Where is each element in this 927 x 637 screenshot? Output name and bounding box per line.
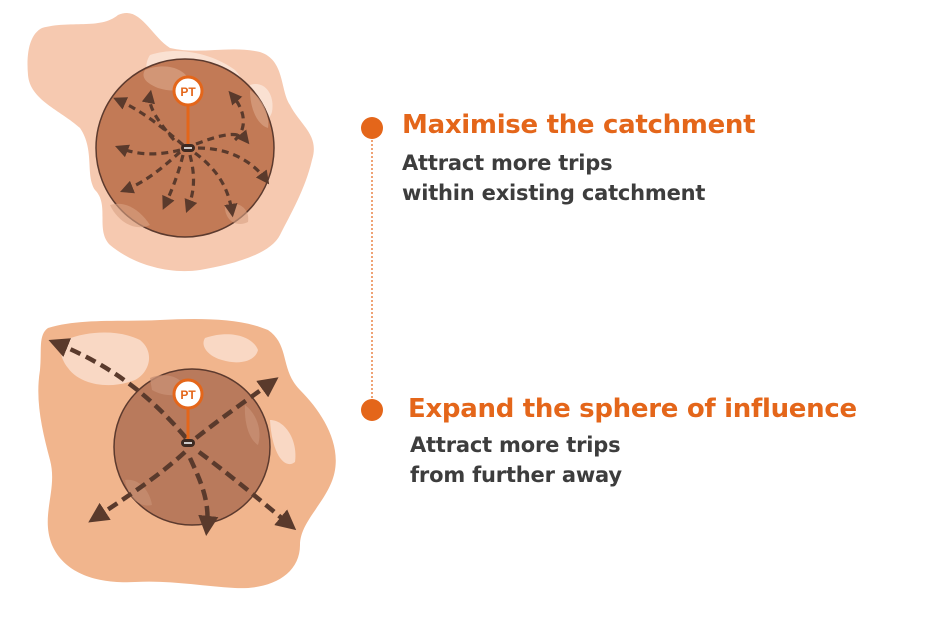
inward-arrows (113, 89, 270, 218)
arrow-curved (194, 151, 238, 218)
pt-stop-marker: PT (172, 378, 204, 447)
catchment-light-patch (250, 90, 269, 128)
arrow-curved (197, 146, 270, 185)
pt-label: PT (180, 388, 196, 402)
description-line: from further away (410, 463, 622, 487)
arrow-outward (48, 338, 188, 440)
pt-badge (172, 75, 204, 107)
influence-highlight (60, 332, 150, 386)
pt-stop-marker: PT (172, 75, 204, 152)
arrow-curved (195, 129, 250, 146)
description-line: Attract more trips (410, 433, 621, 457)
arrow-curved (120, 150, 182, 194)
arrow-curved (115, 144, 181, 158)
arrow-curved (141, 89, 176, 142)
scenario-heading-expand: Expand the sphere of influence (408, 394, 857, 424)
influence-highlight (203, 334, 258, 363)
influence-light-patch (244, 405, 260, 445)
arrow-curved (184, 154, 198, 214)
scenario-heading-maximise: Maximise the catchment (402, 110, 756, 140)
arrow-outward (88, 450, 187, 523)
arrow-curved (228, 90, 245, 142)
scenario-description-maximise: Attract more trips within existing catch… (402, 148, 705, 208)
arrow-outward (187, 457, 219, 537)
influence-highlight (270, 420, 296, 465)
arrow-curved (113, 97, 185, 147)
pt-badge (172, 378, 204, 410)
outward-arrows (48, 338, 297, 537)
timeline-connector (361, 117, 383, 421)
scenario-description-expand: Attract more trips from further away (410, 430, 622, 490)
influence-light-patch (125, 479, 152, 506)
description-line: within existing catchment (402, 181, 706, 205)
catchment-illustration-top: PT (27, 12, 314, 272)
catchment-light-patch (110, 203, 150, 228)
influence-circle (113, 368, 271, 526)
pt-label: PT (180, 85, 196, 99)
timeline-bullet-bottom (361, 399, 383, 421)
arrow-curved (162, 154, 185, 210)
timeline-bullet-top (361, 117, 383, 139)
catchment-illustration-bottom: PT (38, 319, 336, 589)
description-line: Attract more trips (402, 151, 613, 175)
arrow-outward (194, 377, 279, 440)
arrow-outward (197, 450, 297, 531)
